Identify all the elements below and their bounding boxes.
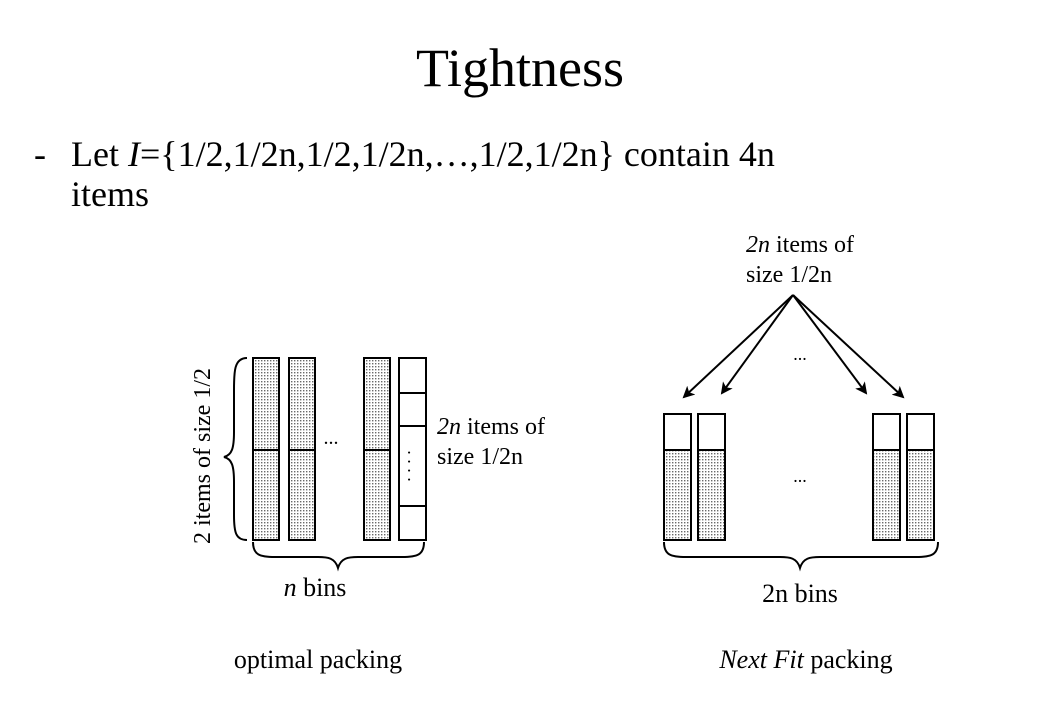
small-items-bin (398, 357, 427, 541)
next-fit-bin (906, 413, 935, 541)
small-items-label-line2: size 1/2n (437, 444, 523, 470)
bullet-set-var: I (127, 134, 140, 174)
next-fit-bin (697, 413, 726, 541)
bullet-continuation: items (71, 174, 149, 214)
lower-ellipsis: ... (793, 466, 807, 486)
bins-brace (252, 541, 425, 572)
next-fit-packing-diagram: 2n items of size 1/2n ... ... 2n bins N (663, 232, 939, 674)
upper-ellipsis: ... (793, 344, 807, 364)
next-fit-bins-brace (663, 541, 939, 572)
arrow (792, 294, 868, 395)
next-fit-caption: Next Fit packing (718, 645, 892, 674)
optimal-caption: optimal packing (234, 645, 402, 674)
next-fit-bin (663, 413, 692, 541)
optimal-packing-diagram: 2 items of size 1/2 ... . . . . 2n items… (190, 357, 545, 674)
n-bins-label: n bins (284, 573, 347, 602)
bins-ellipsis: ... (324, 427, 339, 449)
optimal-bin (363, 357, 391, 541)
bullet-text: Let I={1/2,1/2n,1/2,1/2n,…,1/2,1/2n} con… (71, 134, 931, 214)
brace-label: 2 items of size 1/2 (190, 368, 216, 544)
bullet-set-body: ={1/2,1/2n,1/2,1/2n,…,1/2,1/2n} contain … (139, 134, 775, 174)
left-brace (223, 357, 248, 541)
bullet-dash: - (34, 134, 46, 174)
arrow (682, 294, 794, 399)
top-label-line1: 2n items of (746, 232, 854, 258)
small-items-label-line1: 2n items of (437, 414, 545, 440)
optimal-bin (288, 357, 316, 541)
slide-title: Tightness (415, 38, 625, 98)
arrow (792, 294, 905, 399)
next-fit-bin (872, 413, 901, 541)
optimal-bin (252, 357, 280, 541)
vertical-dots: . . . . (404, 450, 424, 482)
arrow (720, 294, 794, 395)
top-label-line2: size 1/2n (746, 262, 832, 288)
2n-bins-label: 2n bins (762, 579, 838, 608)
bullet-prefix: Let (71, 134, 128, 174)
